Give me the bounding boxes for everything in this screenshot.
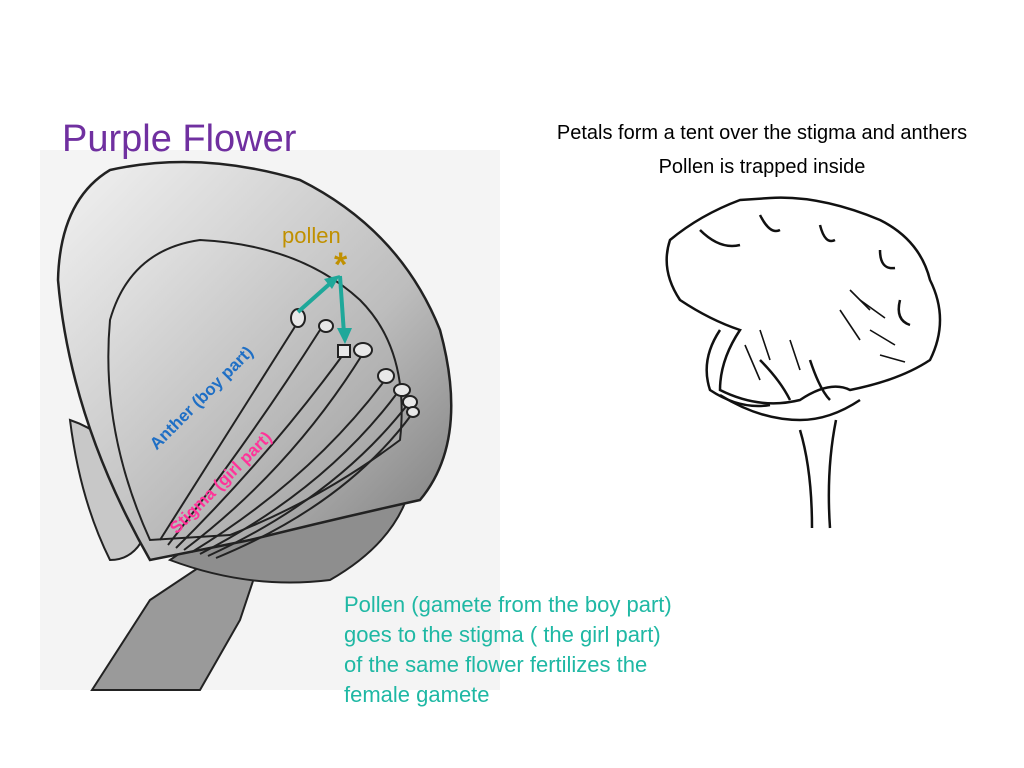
right-flower-drawing <box>665 196 942 529</box>
pollen-label: pollen <box>282 223 341 248</box>
pollen-arrows <box>296 275 352 344</box>
anthers <box>290 308 420 418</box>
explanation-text: Pollen (gamete from the boy part) goes t… <box>344 592 672 707</box>
caption-petals-tent: Petals form a tent over the stigma and a… <box>556 122 968 144</box>
stamen-filaments <box>159 324 413 559</box>
page-title: Purple Flower <box>62 118 297 160</box>
right-flower-petal-veins <box>744 289 906 381</box>
caption-pollen-trapped: Pollen is trapped inside <box>658 156 866 178</box>
stigma <box>337 344 351 358</box>
pollen-star-marker: * <box>334 246 348 284</box>
